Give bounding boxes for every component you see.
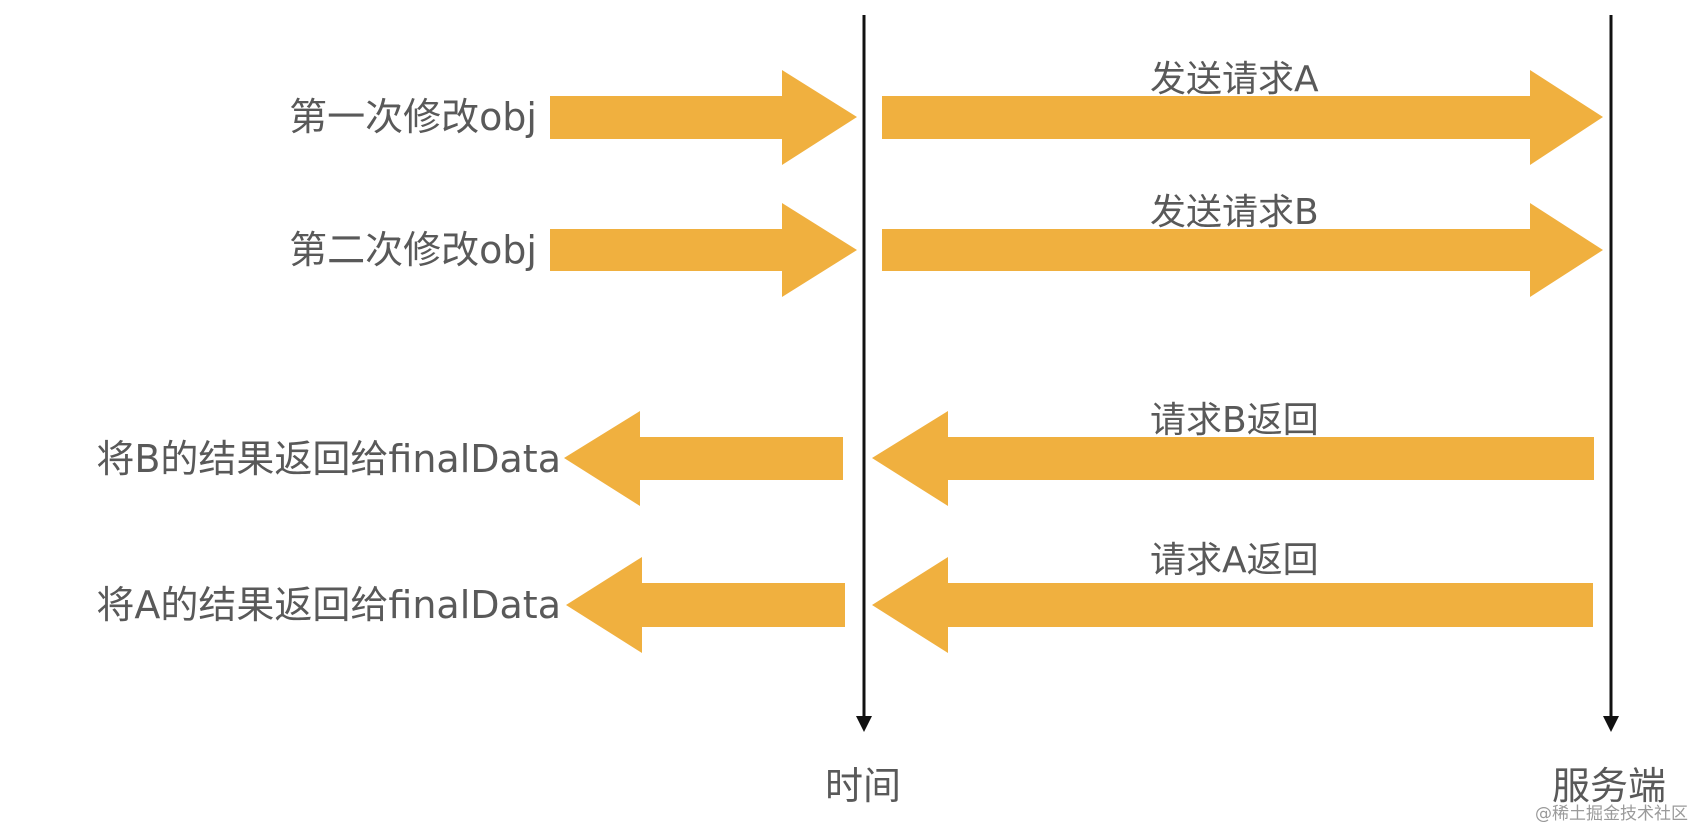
label-server-axis: 服务端	[1552, 764, 1667, 808]
arrow-send-request-b	[882, 203, 1603, 297]
arrow-send-request-a	[882, 70, 1603, 165]
label-b-result-to-finaldata: 将B的结果返回给finalData	[96, 437, 561, 481]
label-time-axis: 时间	[825, 764, 902, 808]
label-request-a-returned: 请求A返回	[1150, 540, 1319, 581]
arrow-result-a-final	[566, 557, 845, 653]
label-send-request-b: 发送请求B	[1150, 192, 1319, 233]
arrow-request-a-return	[872, 557, 1593, 653]
server-axis-arrowhead	[1603, 716, 1619, 732]
watermark: @稀土掘金技术社区	[1535, 804, 1688, 824]
arrow-request-b-return	[872, 411, 1594, 506]
label-request-b-returned: 请求B返回	[1150, 400, 1319, 441]
label-first-modify-obj: 第一次修改obj	[289, 95, 537, 139]
arrow-modify-1	[550, 70, 857, 165]
label-a-result-to-finaldata: 将A的结果返回给finalData	[96, 583, 561, 627]
arrow-modify-2	[550, 203, 857, 297]
time-axis-arrowhead	[856, 716, 872, 732]
label-send-request-a: 发送请求A	[1150, 59, 1319, 100]
arrow-result-b-final	[564, 411, 843, 506]
label-second-modify-obj: 第二次修改obj	[289, 228, 537, 272]
